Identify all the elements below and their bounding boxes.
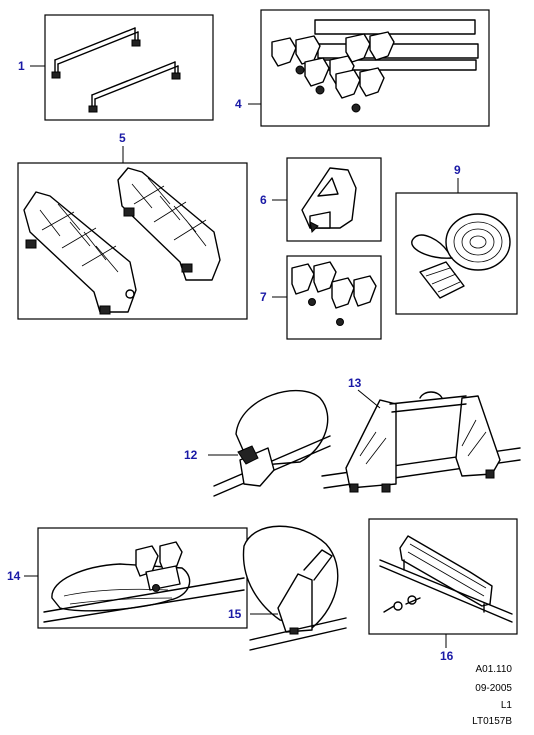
callout-5: 5: [119, 131, 126, 145]
callout-9: 9: [454, 163, 461, 177]
part-16-snowboard-carrier: 16: [368, 518, 518, 663]
part-6-clamp: 6: [260, 157, 382, 242]
callout-4: 4: [235, 97, 242, 111]
part-13-carrier-on-bars: 13: [321, 376, 521, 493]
callout-15: 15: [228, 607, 242, 621]
callout-16: 16: [440, 649, 454, 663]
illustration-code: LT0157B: [472, 716, 512, 727]
part-9-ratchet-strap: 9: [395, 163, 518, 315]
callout-1: 1: [18, 59, 25, 73]
level-code: L1: [500, 700, 512, 711]
part-14-ski-bag: 14: [7, 527, 248, 629]
callout-13: 13: [348, 376, 362, 390]
callout-14: 14: [7, 569, 21, 583]
part-1-frame: [44, 14, 214, 121]
part-15-holder: 15: [228, 525, 347, 651]
part-1-roof-bars: 1: [18, 14, 214, 121]
callout-12: 12: [184, 448, 198, 462]
date-code: 09-2005: [475, 683, 512, 694]
part-4-ski-carrier-kit: 4: [235, 9, 490, 127]
reference-number: A01.110: [475, 664, 512, 675]
part-5-ski-carrier: 5: [17, 131, 248, 320]
part-12-lock: 12: [184, 389, 331, 497]
callout-7: 7: [260, 290, 267, 304]
part-7-clamp-set: 7: [260, 255, 382, 340]
callout-6: 6: [260, 193, 267, 207]
